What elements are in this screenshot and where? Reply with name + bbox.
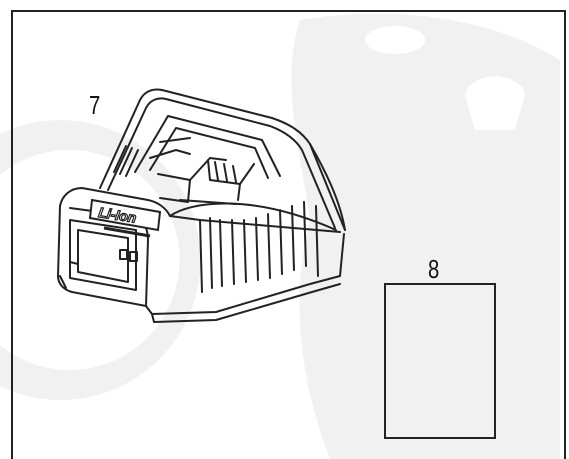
part-number-8: 8 — [428, 254, 440, 284]
charger-drawing: Li-Ion — [57, 88, 346, 323]
charger-logo-badge: Li-Ion — [88, 198, 162, 238]
part-number-7: 7 — [89, 90, 101, 120]
diagram-frame — [11, 10, 566, 459]
label-sticker-drawing — [384, 283, 496, 439]
charger-logo-text: Li-Ion — [97, 204, 137, 226]
